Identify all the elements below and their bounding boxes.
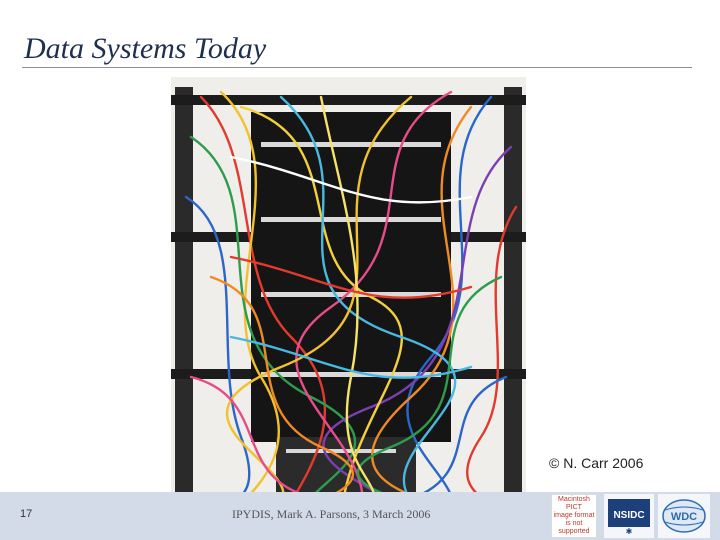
wdc-logo: WDC [658,494,710,538]
footer-text: IPYDIS, Mark A. Parsons, 3 March 2006 [232,507,431,521]
wdc-logo-text: WDC [671,511,697,523]
placeholder-line: is not supported [558,520,590,535]
slide-title: Data Systems Today [24,32,267,65]
svg-text:✱: ✱ [626,527,633,536]
server-rack-image [171,77,526,522]
tangled-cables-photo [171,77,526,522]
placeholder-line: Macintosh PICT [558,496,590,511]
nsidc-logo: NSIDC ✱ [604,494,654,538]
photo-credit: © N. Carr 2006 [549,455,644,471]
nsidc-logo-text: NSIDC [613,510,644,521]
slide-number: 17 [20,508,33,520]
footer-bar [0,492,720,540]
nsidc-logo-icon: NSIDC ✱ [608,499,650,536]
placeholder-line: image format [553,512,595,519]
unsupported-image-placeholder: Macintosh PICT image format is not suppo… [551,494,597,538]
title-divider [22,67,692,68]
wdc-globe-icon: WDC [662,499,706,533]
